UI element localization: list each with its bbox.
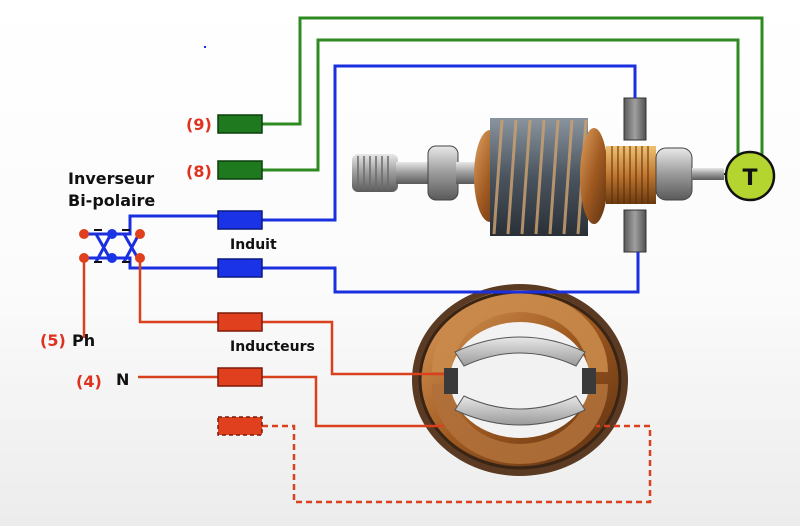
- inverter-label-line2: Bi-polaire: [68, 191, 155, 210]
- terminal-induit-blue-top: [217, 210, 263, 230]
- inverter-label-line1: Inverseur: [68, 169, 154, 188]
- field-wires: [82, 258, 652, 504]
- terminal-4-red: [217, 367, 263, 387]
- tacho-label: T: [742, 166, 757, 191]
- bipolar-inverter-switch: [79, 229, 145, 263]
- bottom-brush: [623, 209, 647, 253]
- terminal-8-green: [217, 160, 263, 180]
- stray-dot: [204, 46, 206, 48]
- terminal-induit-blue-bottom: [217, 258, 263, 278]
- top-brush: [623, 97, 647, 141]
- terminal-9-green: [217, 114, 263, 134]
- terminal-4-name: N: [116, 370, 129, 389]
- induit-label: Induit: [230, 237, 277, 253]
- terminal-9-label: (9): [186, 115, 212, 134]
- tacho-wires: [262, 16, 764, 172]
- terminal-5-label: (5): [40, 331, 66, 350]
- terminal-4-label: (4): [76, 372, 102, 391]
- tachogenerator: T: [724, 150, 776, 202]
- inducteurs-label: Inducteurs: [230, 339, 315, 355]
- stator-image: [412, 284, 628, 476]
- terminal-spare-red-dashed: [217, 416, 263, 436]
- terminal-8-label: (8): [186, 162, 212, 181]
- terminal-inducteurs-red: [217, 312, 263, 332]
- terminal-5-name: Ph: [72, 331, 95, 350]
- terminals: [217, 114, 263, 436]
- armature-image: [352, 97, 724, 253]
